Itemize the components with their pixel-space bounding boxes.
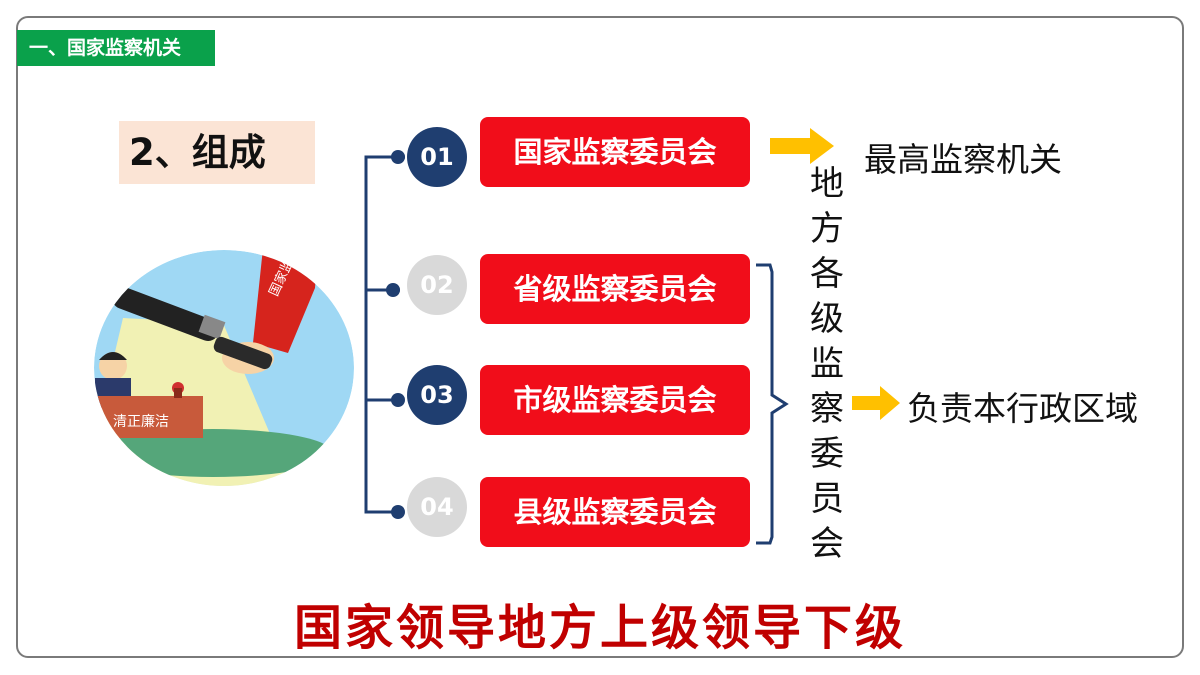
result-local: 负责本行政区域 [907, 389, 1138, 428]
arrow-right-icon [770, 128, 834, 164]
slide-frame [16, 16, 1184, 658]
number-circle-04: 04 [407, 477, 467, 537]
arrow-right-icon [852, 386, 900, 420]
section-title: 一、国家监察机关 [17, 30, 215, 66]
org-box-municipal: 市级监察委员会 [480, 365, 750, 435]
desk-sign: 清正廉洁 [113, 413, 169, 430]
result-top: 最高监察机关 [864, 140, 1062, 179]
number-circle-02: 02 [407, 255, 467, 315]
org-box-county: 县级监察委员会 [480, 477, 750, 547]
supervision-illustration: 国家监察 清正廉洁 [94, 248, 354, 486]
number-circle-03: 03 [407, 365, 467, 425]
subtitle: 2、组成 [119, 121, 315, 184]
number-circle-01: 01 [407, 127, 467, 187]
org-box-national: 国家监察委员会 [480, 117, 750, 187]
local-group-label: 地方各级监察委员会 [810, 164, 844, 564]
org-box-provincial: 省级监察委员会 [480, 254, 750, 324]
bottom-banner: 国家领导地方上级领导下级 [293, 600, 906, 656]
